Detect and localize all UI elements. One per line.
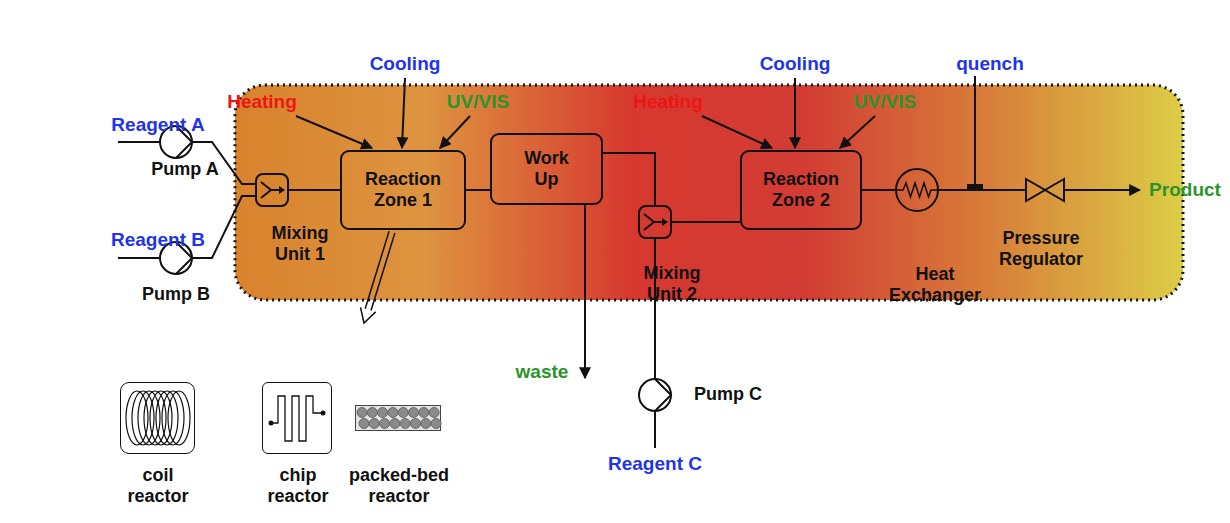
- packed-bed-icon: packed-bed reactor: [355, 405, 441, 431]
- box-label: Work Up: [517, 148, 577, 190]
- coil-reactor-icon: coil reactor: [120, 382, 195, 454]
- reaction-zone-box: Reaction Zone 2: [740, 150, 862, 230]
- input-arrows: [296, 76, 1140, 378]
- stream-label: Reagent C: [608, 452, 702, 475]
- pressure-regulator: Pressure Regulator: [1025, 178, 1065, 202]
- part-label: Mixing Unit 2: [632, 263, 712, 305]
- coil-reactor-icon-drawing: [121, 383, 196, 455]
- part-label: chip reactor: [258, 465, 338, 507]
- stream-label: Heating: [227, 90, 297, 113]
- flow-line: [603, 153, 655, 205]
- feed-line: [118, 141, 159, 143]
- pressure-regulator-drawing: [1025, 178, 1065, 202]
- mixing-unit-drawing: [255, 173, 289, 207]
- product-arrow: [1065, 189, 1140, 191]
- heat-exchanger-drawing: [895, 168, 939, 212]
- heat-exchanger: Heat Exchanger: [895, 168, 939, 212]
- heating-arrow: [702, 116, 772, 148]
- flow-line: [289, 189, 340, 191]
- part-label: coil reactor: [118, 465, 198, 507]
- flow-line: [672, 221, 740, 223]
- waste-arrow: [584, 205, 586, 378]
- chip-reactor-icon-drawing: [263, 383, 333, 455]
- stream-label: UV/VIS: [447, 90, 509, 113]
- flow-line: [654, 239, 656, 378]
- product-label: Product: [1149, 178, 1221, 201]
- part-label: Pressure Regulator: [991, 228, 1091, 270]
- mixing-unit: Mixing Unit 1: [255, 173, 289, 207]
- feed-line: [118, 257, 159, 259]
- flow-line: [862, 189, 895, 191]
- waste-label: waste: [516, 360, 569, 383]
- cooling-arrow: [794, 78, 796, 148]
- stream-label: Heating: [633, 90, 703, 113]
- workup-box: Work Up: [490, 133, 603, 205]
- box-label: Reaction Zone 1: [349, 169, 457, 211]
- pump-symbol: Pump C: [638, 378, 672, 412]
- flow-line: [939, 189, 1025, 191]
- stream-label: UV/VIS: [854, 90, 916, 113]
- part-label: Mixing Unit 1: [260, 223, 340, 265]
- part-label: Pump B: [136, 284, 216, 305]
- box-label: Reaction Zone 2: [748, 169, 854, 211]
- mixing-unit-drawing: [638, 205, 672, 239]
- heating-arrow: [296, 116, 372, 148]
- stream-label: Reagent A: [111, 113, 204, 136]
- pump-symbol-drawing: [638, 378, 672, 412]
- stream-label: quench: [956, 52, 1024, 75]
- packed-bed-icon-drawing: [356, 406, 442, 432]
- uv-arrow: [840, 116, 875, 148]
- reaction-zone-box: Reaction Zone 1: [340, 150, 466, 230]
- part-label: packed-bed reactor: [344, 465, 454, 507]
- part-label: Pump C: [683, 384, 773, 405]
- quench-line: [974, 76, 976, 184]
- hollow-arrow: [361, 231, 395, 323]
- part-label: Heat Exchanger: [885, 264, 985, 306]
- chip-reactor-icon: chip reactor: [262, 382, 332, 454]
- cooling-arrow: [402, 78, 405, 148]
- stream-label: Reagent B: [111, 228, 205, 251]
- flow-line: [466, 189, 490, 191]
- feed-lines: [118, 142, 655, 448]
- feed-line: [654, 412, 656, 448]
- stream-label: Cooling: [370, 52, 441, 75]
- part-label: Pump A: [145, 159, 225, 180]
- mixing-unit: Mixing Unit 2: [638, 205, 672, 239]
- uv-arrow: [440, 116, 470, 148]
- stream-label: Cooling: [760, 52, 831, 75]
